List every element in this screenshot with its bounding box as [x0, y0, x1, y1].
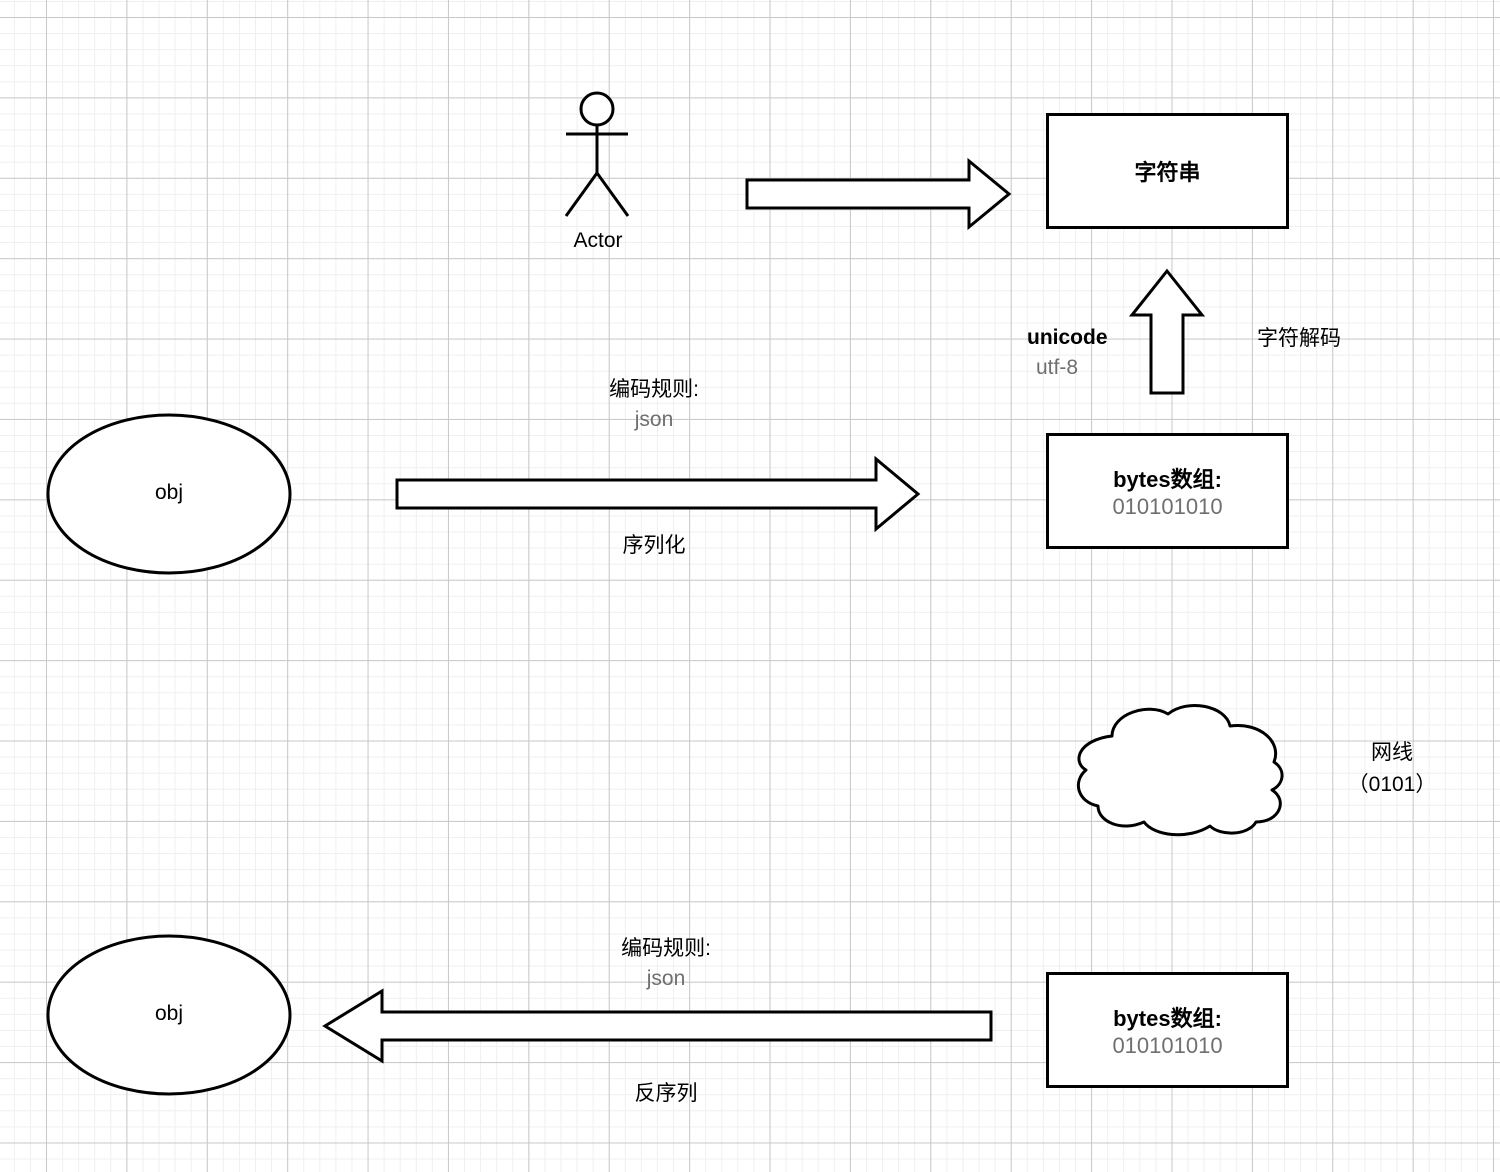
- bytes-box-top-line1: bytes数组:: [1113, 467, 1222, 492]
- actor-label: Actor: [573, 229, 623, 252]
- obj-top-label: obj: [154, 481, 184, 504]
- decode-label-unicode: unicode: [1027, 326, 1108, 349]
- node-bytes-box-bottom[interactable]: bytes数组: 010101010: [1046, 972, 1289, 1088]
- actor-figure[interactable]: [548, 88, 648, 228]
- arrow-deserialize[interactable]: [322, 988, 994, 1064]
- decode-label-utf8: utf-8: [1036, 356, 1079, 379]
- deserialize-label-name: 反序列: [634, 1082, 698, 1105]
- cloud-label-line1: 网线: [1371, 741, 1413, 764]
- serialize-label-name: 序列化: [622, 534, 686, 557]
- decode-label-right: 字符解码: [1257, 327, 1341, 350]
- bytes-box-bottom-line2: 010101010: [1112, 1033, 1223, 1058]
- arrow-serialize[interactable]: [394, 455, 924, 533]
- node-obj-top[interactable]: [44, 410, 294, 578]
- arrow-actor-to-string[interactable]: [744, 157, 1014, 231]
- node-obj-bottom[interactable]: [44, 931, 294, 1099]
- bytes-box-top-line2: 010101010: [1112, 494, 1223, 519]
- string-box-line1: 字符串: [1134, 160, 1201, 185]
- serialize-label-rule: 编码规则:: [609, 378, 699, 401]
- node-string-box[interactable]: 字符串: [1046, 113, 1289, 229]
- node-cloud[interactable]: [1050, 700, 1290, 837]
- serialize-label-json: json: [634, 408, 674, 431]
- deserialize-label-rule: 编码规则:: [621, 937, 711, 960]
- cloud-label-line2: （0101）: [1347, 773, 1437, 796]
- bytes-box-bottom-line1: bytes数组:: [1113, 1006, 1222, 1031]
- deserialize-label-json: json: [646, 967, 686, 990]
- node-bytes-box-top[interactable]: bytes数组: 010101010: [1046, 433, 1289, 549]
- obj-bottom-label: obj: [154, 1002, 184, 1025]
- arrow-bytes-to-string[interactable]: [1128, 268, 1210, 398]
